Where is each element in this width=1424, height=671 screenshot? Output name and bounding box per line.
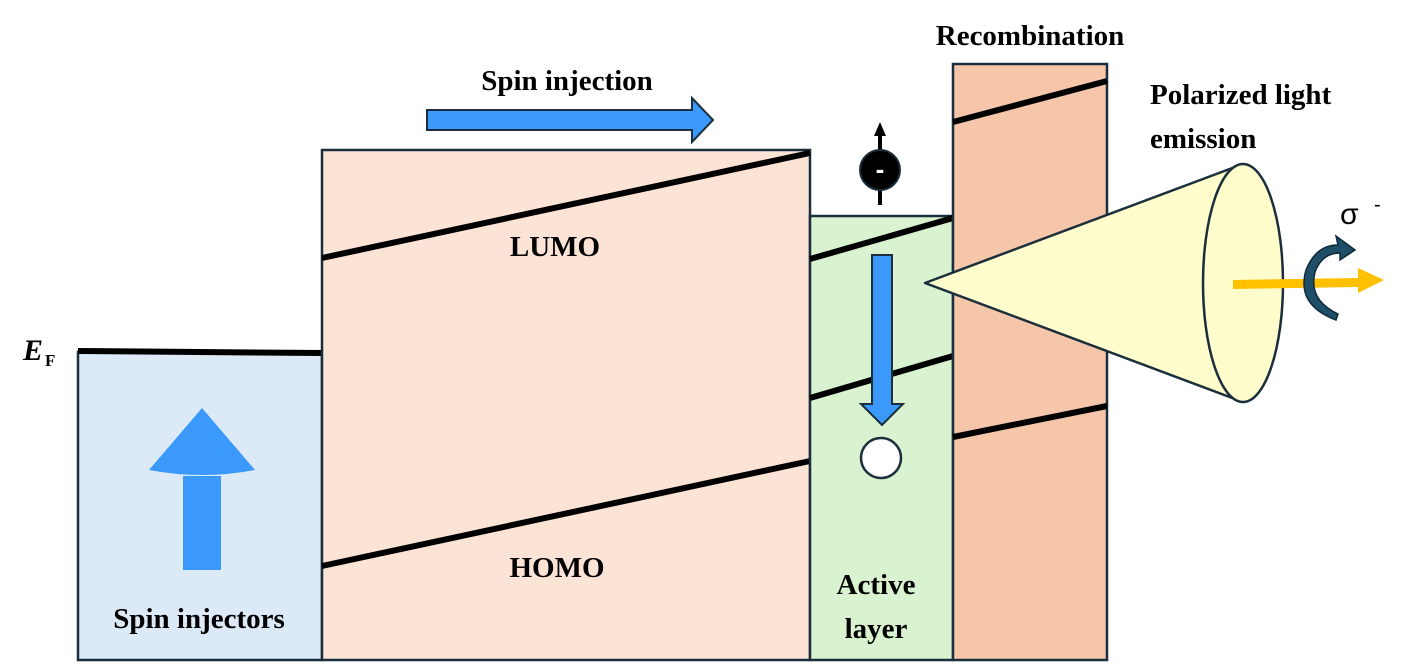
homo-label: HOMO: [509, 552, 604, 584]
spin-injection-arrow-icon: [426, 95, 715, 145]
recombination-block: [951, 62, 1109, 662]
recombination-lower-line: [952, 403, 1108, 440]
fermi-level-line: [77, 348, 323, 356]
fermi-level-label: E: [22, 334, 43, 367]
lumo-level-line: [321, 150, 811, 261]
sigma-sign-label: -: [1374, 194, 1381, 216]
recombination-label: Recombination: [936, 20, 1125, 52]
relaxation-down-arrow-icon: [858, 254, 906, 427]
spin-injectors-label: Spin injectors: [113, 603, 285, 635]
polarized-light-label-line1: Polarized light: [1150, 79, 1332, 111]
transport-layer-block: [320, 148, 812, 662]
circular-polarization-arrow-icon: [1303, 234, 1357, 321]
recombination-upper-line: [952, 78, 1108, 125]
active-lumo-line: [809, 215, 954, 262]
spin-injection-label: Spin injection: [481, 65, 653, 97]
active-layer-label-line1: Active: [837, 569, 916, 601]
spin-up-arrow-icon: [149, 408, 255, 570]
electron-spin-icon: [859, 122, 901, 205]
sigma-label: σ: [1340, 198, 1359, 231]
electron-charge-label: -: [876, 154, 885, 184]
active-layer-label-line2: layer: [845, 613, 908, 645]
lumo-label: LUMO: [510, 231, 600, 263]
fermi-level-subscript: F: [45, 351, 55, 370]
hole-icon: [859, 436, 903, 480]
polarized-light-label-line2: emission: [1150, 123, 1256, 155]
homo-level-line: [321, 458, 811, 569]
